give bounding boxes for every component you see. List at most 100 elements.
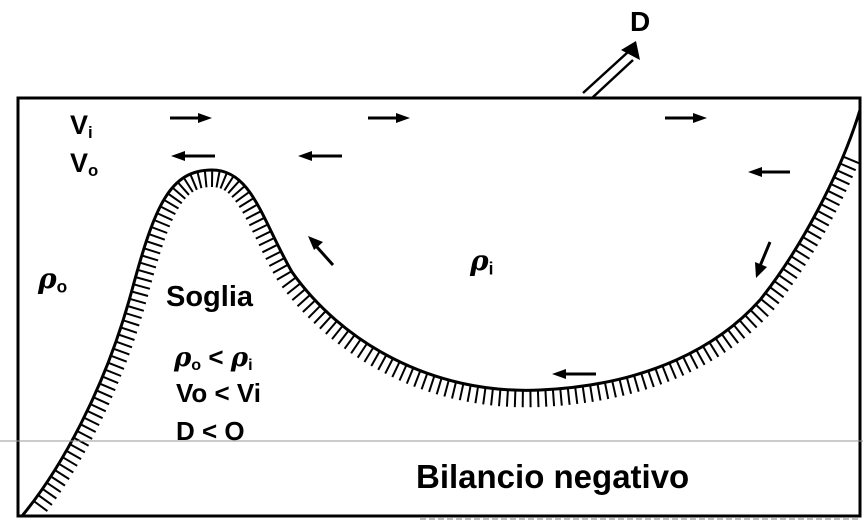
- inner-density-label: ρi: [470, 244, 493, 279]
- hatch-tick: [84, 418, 99, 426]
- hatch-tick: [253, 225, 268, 232]
- hatch-tick: [568, 388, 570, 405]
- hatch-tick: [282, 277, 296, 287]
- inner-density-symbol: ρ: [470, 244, 489, 277]
- hatch-tick: [103, 377, 119, 384]
- hatch-tick: [314, 311, 326, 323]
- hatch-tick: [154, 220, 170, 227]
- inflow-velocity-label: Vi: [70, 110, 93, 143]
- hatch-tick: [243, 205, 258, 213]
- hatch-tick: [843, 157, 859, 164]
- hatch-tick: [246, 211, 261, 219]
- hatch-tick: [81, 424, 96, 432]
- hatch-tick: [828, 191, 843, 199]
- hatch-tick: [160, 206, 175, 214]
- hatch-tick: [74, 438, 89, 446]
- hatch-tick: [157, 213, 173, 220]
- outer-density-symbol: ρ: [38, 262, 57, 295]
- hatch-tick: [221, 173, 227, 189]
- hatch-tick: [765, 293, 779, 303]
- balance-caption: Bilancio negativo: [416, 458, 689, 496]
- hatch-tick: [515, 390, 516, 407]
- hatch-tick: [287, 283, 300, 294]
- basin-frame: [18, 98, 860, 516]
- hatch-tick: [63, 457, 78, 466]
- hatch-tick: [803, 237, 818, 246]
- velocity-relation: Vo < Vi: [176, 378, 261, 409]
- inner-density-subscript: i: [489, 258, 494, 278]
- hatch-tick: [817, 211, 832, 219]
- density-relation-left-symbol: ρ: [174, 343, 191, 373]
- hatch-tick: [834, 177, 850, 184]
- outflow-velocity-letter: V: [70, 148, 88, 178]
- hatch-tick: [810, 224, 825, 232]
- hatch-tick: [105, 370, 121, 376]
- hatch-tick: [130, 299, 146, 304]
- hatch-tick: [774, 281, 788, 291]
- hatch-tick: [475, 386, 478, 403]
- hatch-tick: [371, 351, 379, 366]
- hatch-tick: [144, 248, 160, 253]
- hatch-tick: [553, 389, 554, 406]
- hatch-tick: [745, 315, 757, 327]
- outflow-label: D: [630, 6, 650, 38]
- hatch-tick: [100, 384, 116, 391]
- hatch-tick: [34, 501, 48, 511]
- hatch-tick: [132, 292, 148, 297]
- hatch-tick: [429, 376, 434, 392]
- hatch-tick: [507, 390, 508, 407]
- hatch-tick: [55, 470, 69, 479]
- hatch-tick: [821, 204, 836, 212]
- hatch-tick: [42, 489, 56, 499]
- outflow-velocity-subscript: o: [88, 161, 98, 180]
- hatch-tick: [676, 360, 683, 376]
- hatch-tick: [779, 275, 793, 285]
- hatch-tick: [364, 348, 373, 363]
- hatch-tick: [142, 256, 158, 261]
- hatch-tick: [262, 245, 277, 253]
- hatch-tick: [444, 380, 448, 396]
- hatch-tick: [791, 256, 805, 265]
- hatch-tick: [831, 184, 846, 191]
- hatch-tick: [690, 354, 698, 369]
- hatch-tick: [351, 339, 361, 353]
- hatch-tick: [414, 371, 420, 387]
- hatch-tick: [734, 325, 745, 338]
- hatch-tick: [483, 388, 485, 405]
- hatch-tick: [756, 305, 768, 317]
- hatch-tick: [400, 365, 407, 381]
- hatch-tick: [641, 373, 646, 389]
- hatch-tick: [378, 355, 386, 370]
- hatch-tick: [590, 385, 593, 402]
- hatch-tick: [358, 344, 367, 358]
- hatch-tick: [249, 218, 264, 226]
- hatch-tick: [662, 366, 668, 382]
- hatch-tick: [138, 270, 154, 275]
- hatch-tick: [824, 198, 839, 206]
- hatch-tick: [538, 390, 539, 407]
- hatch-tick: [326, 321, 337, 334]
- hatch-tick: [116, 342, 132, 348]
- hatch-tick: [273, 265, 288, 273]
- hatch-tick: [620, 379, 624, 396]
- hatch-tick: [338, 331, 348, 345]
- hatch-tick: [146, 241, 162, 246]
- hatch-tick: [59, 464, 74, 473]
- outer-density-subscript: o: [57, 276, 68, 296]
- hatch-tick: [205, 170, 207, 187]
- hatch-tick: [149, 234, 165, 240]
- hatch-tick: [385, 359, 393, 374]
- outflow-relation: D < O: [176, 416, 245, 447]
- hatch-tick: [696, 350, 704, 365]
- hatch-tick: [345, 335, 355, 349]
- density-relation-operator: <: [201, 342, 231, 372]
- hatch-tick: [140, 263, 156, 268]
- hatch-tick: [90, 404, 105, 411]
- hatch-tick: [751, 310, 763, 322]
- hatch-tick: [164, 200, 179, 209]
- hatch-tick: [94, 397, 110, 404]
- hatch-tick: [728, 330, 738, 344]
- hatch-tick: [612, 381, 616, 398]
- outflow-velocity-label: Vo: [70, 148, 98, 181]
